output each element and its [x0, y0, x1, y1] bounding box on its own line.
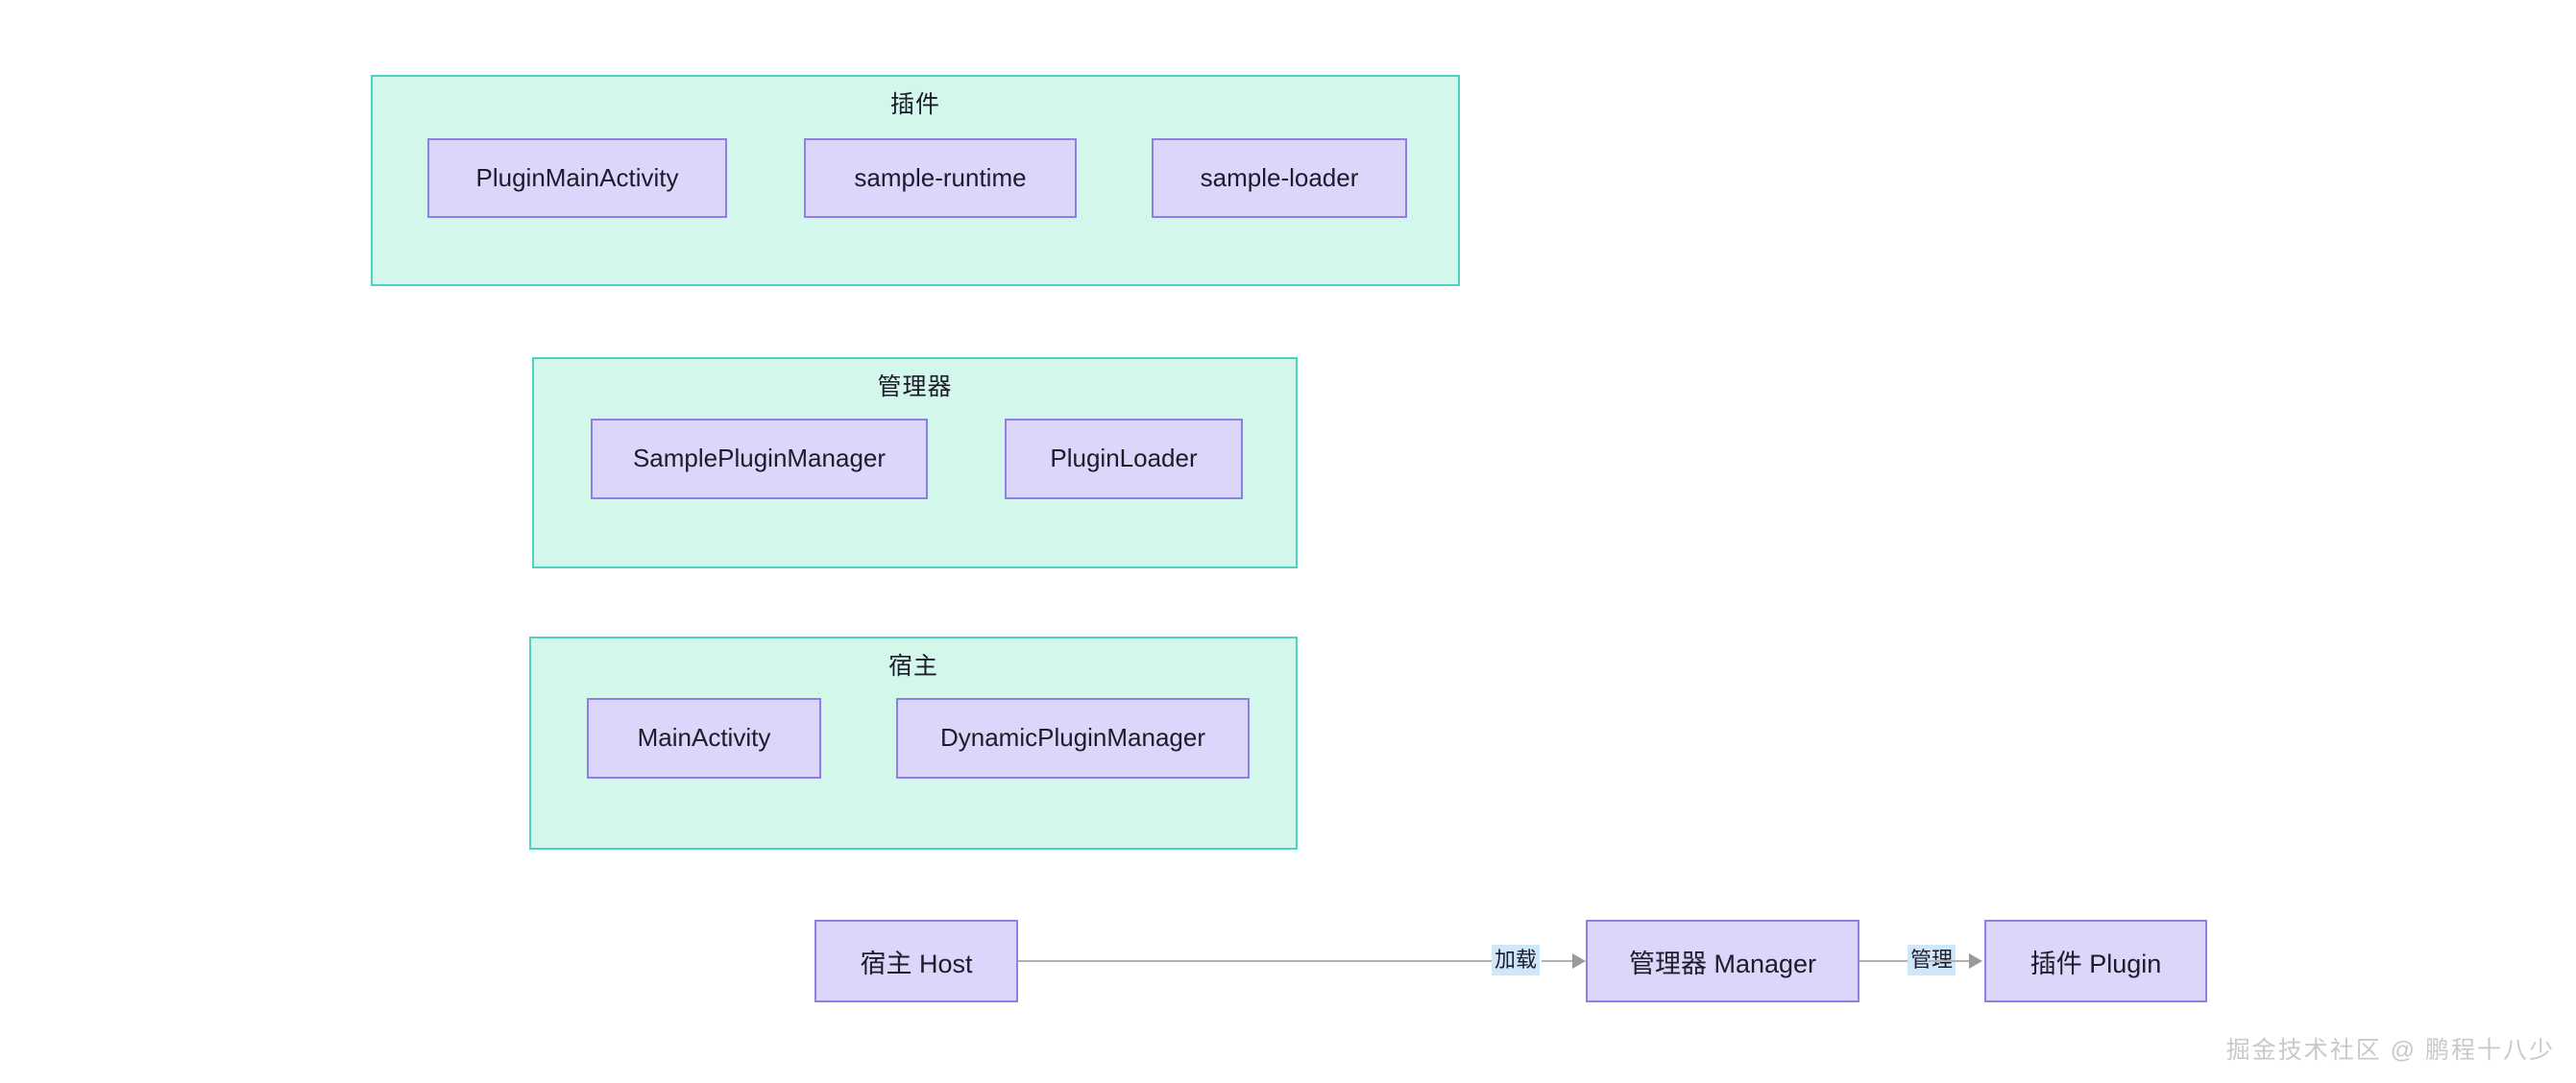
group-plugin-title: 插件	[889, 91, 940, 118]
group-manager: 管理器 SamplePluginManager PluginLoader	[532, 357, 1298, 568]
node-sample-runtime[interactable]: sample-runtime	[804, 138, 1077, 218]
flow-edge-line-manager-to-label	[1859, 960, 1908, 962]
flow-node-host[interactable]: 宿主 Host	[814, 920, 1018, 1002]
node-mainactivity[interactable]: MainActivity	[587, 698, 821, 779]
group-manager-title: 管理器	[877, 373, 953, 400]
flow-edge-label-manage: 管理	[1908, 945, 1956, 975]
arrow-head-icon-to-manager	[1572, 953, 1586, 969]
group-host: 宿主 MainActivity DynamicPluginManager	[529, 637, 1298, 850]
node-pluginmainactivity[interactable]: PluginMainActivity	[427, 138, 727, 218]
flow-edge-line-host-to-label	[1018, 960, 1492, 962]
flow-node-manager[interactable]: 管理器 Manager	[1586, 920, 1859, 1002]
group-plugin: 插件 PluginMainActivity sample-runtime sam…	[371, 75, 1460, 286]
flow-edge-label-load: 加载	[1492, 945, 1541, 975]
watermark: 掘金技术社区 @ 鹏程十八少	[2225, 1037, 2555, 1064]
arrow-head-icon-to-plugin	[1969, 953, 1982, 969]
node-samplepluginmanager[interactable]: SamplePluginManager	[591, 419, 928, 499]
flow-diagram: 宿主 Host 加载 管理器 Manager 管理 插件 Plugin	[0, 910, 2576, 1025]
flow-edge-line-label-to-manager	[1542, 960, 1580, 962]
flow-node-plugin[interactable]: 插件 Plugin	[1984, 920, 2207, 1002]
node-pluginloader[interactable]: PluginLoader	[1005, 419, 1243, 499]
group-host-title: 宿主	[887, 653, 938, 680]
flow-edge-line-label-to-plugin	[1929, 960, 1977, 962]
node-dynamicpluginmanager[interactable]: DynamicPluginManager	[896, 698, 1250, 779]
node-sample-loader[interactable]: sample-loader	[1152, 138, 1407, 218]
